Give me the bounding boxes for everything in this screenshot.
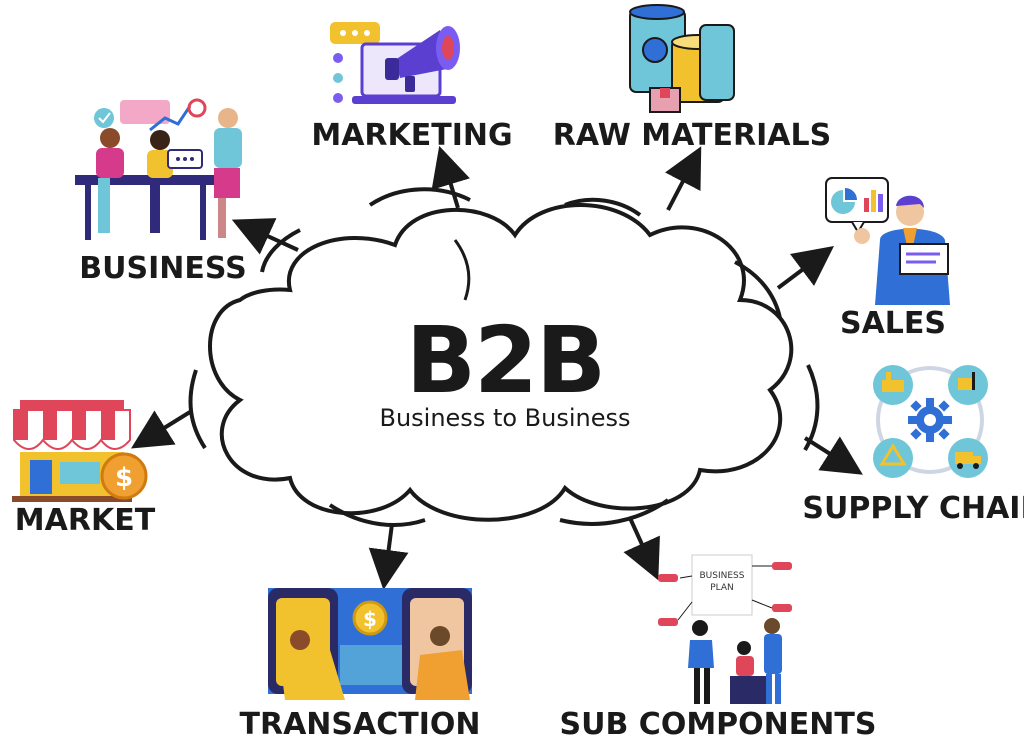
- team-meeting-icon: [75, 98, 242, 240]
- svg-text:$: $: [363, 607, 377, 631]
- megaphone-laptop-icon: [330, 22, 460, 104]
- cloud-arc-6: [188, 369, 207, 450]
- arrow-raw-materials: [665, 146, 702, 211]
- label-raw-materials: RAW MATERIALS: [553, 118, 831, 153]
- cloud-arc-1: [368, 187, 471, 207]
- label-sub-components: SUB COMPONENTS: [560, 707, 877, 742]
- node-raw-materials: RAW MATERIALS: [553, 4, 831, 153]
- node-market: $ MARKET: [12, 400, 156, 538]
- cloud-arc-2: [564, 197, 642, 217]
- node-sales: SALES: [825, 177, 950, 341]
- node-business: BUSINESS: [75, 98, 247, 286]
- arrow-business: [231, 218, 299, 255]
- label-sales: SALES: [840, 306, 946, 341]
- center-subtitle: Business to Business: [379, 404, 630, 432]
- center-title: B2B: [406, 307, 604, 414]
- plan-board-line1: BUSINESS: [700, 571, 745, 581]
- svg-text:$: $: [115, 463, 133, 493]
- salesman-chart-icon: [825, 177, 950, 305]
- node-sub-components: BUSINESS PLAN SUB COMPONENTS: [560, 554, 877, 742]
- connector-arrows: [130, 145, 863, 590]
- plan-board-line2: PLAN: [710, 583, 734, 593]
- cloud-outline: [208, 203, 794, 522]
- cloud-arc-8: [559, 498, 670, 526]
- phone-payment-icon: $: [268, 588, 472, 700]
- arrow-sub-components: [623, 517, 660, 581]
- label-market: MARKET: [15, 503, 156, 538]
- node-transaction: $ TRANSACTION: [240, 588, 481, 742]
- business-plan-icon: BUSINESS PLAN: [658, 554, 792, 704]
- storefront-icon: $: [12, 400, 148, 502]
- arrow-transaction: [368, 523, 409, 590]
- node-supply-chain: SUPPLY CHAIN: [802, 365, 1024, 526]
- central-cloud: B2B Business to Business: [188, 187, 820, 527]
- cloud-arc-4: [734, 260, 782, 319]
- cloud-arc-7: [328, 503, 426, 527]
- supply-cycle-icon: [873, 365, 988, 478]
- arrow-marketing: [431, 145, 470, 209]
- arrow-market: [130, 410, 192, 449]
- arrow-supply-chain: [803, 436, 863, 475]
- cloud-arc-9: [453, 239, 471, 301]
- barrels-icon: [629, 4, 735, 113]
- node-marketing: MARKETING: [311, 22, 513, 153]
- label-transaction: TRANSACTION: [240, 707, 481, 742]
- arrow-sales: [776, 246, 834, 290]
- label-supply-chain: SUPPLY CHAIN: [802, 491, 1024, 526]
- label-business: BUSINESS: [79, 251, 246, 286]
- label-marketing: MARKETING: [311, 118, 512, 153]
